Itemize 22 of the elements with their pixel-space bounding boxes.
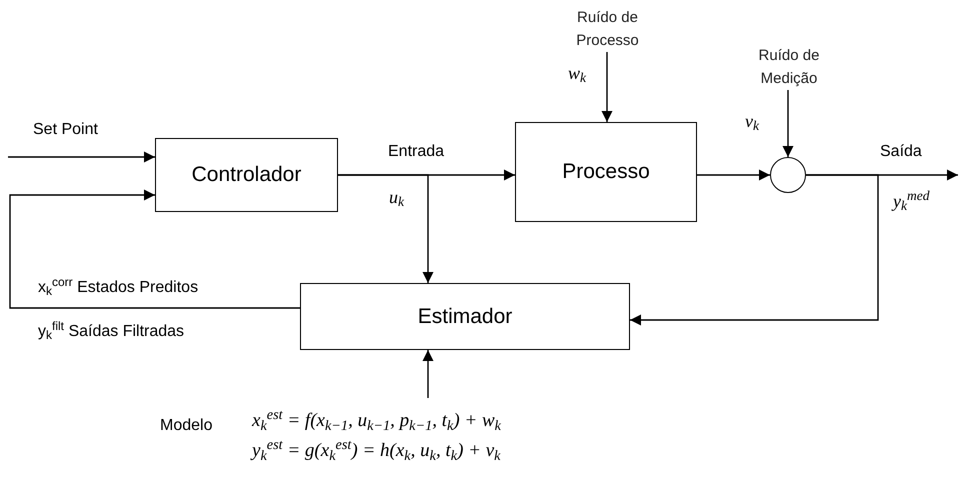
noise-label: Ruído de Medição — [733, 44, 845, 90]
signal-symbol: u$_{k}$ — [389, 187, 404, 207]
summing-junction — [770, 157, 806, 193]
signal-symbol: w$_{k}$ — [568, 63, 586, 83]
arrow — [422, 350, 434, 398]
signal-label: y$_{k}$$^{filt}$ Saídas Filtradas — [38, 323, 184, 340]
arrow — [782, 90, 794, 157]
signal-symbol: v$_{k}$ — [745, 111, 759, 131]
arrow — [338, 174, 434, 283]
block-box: Processo — [515, 122, 697, 222]
arrow — [697, 170, 770, 180]
noise-label: Ruído de Processo — [545, 6, 670, 52]
model-label: Modelo — [160, 416, 212, 436]
block-box: Estimador — [300, 283, 630, 350]
block-box: Controlador — [155, 138, 338, 212]
arrow — [8, 152, 155, 162]
arrow — [602, 52, 612, 122]
model-equation: y$_{k}$$^{est}$ = g(x$_{k}$$^{est}$) = h(x$_{k}$, u$_{k}$, t$_{k}$) + v$_{k}$ — [252, 438, 502, 464]
arrow — [9, 190, 300, 309]
arrow — [630, 174, 879, 326]
signal-label: x$_{k}$$^{corr}$ Estados Preditos — [38, 279, 198, 296]
model-equation: x$_{k}$$^{est}$ = f(x$_{k−1}$, u$_{k−1}$, p$_{k−1}$, t$_{k}$) + w$_{k}$ — [252, 408, 502, 434]
